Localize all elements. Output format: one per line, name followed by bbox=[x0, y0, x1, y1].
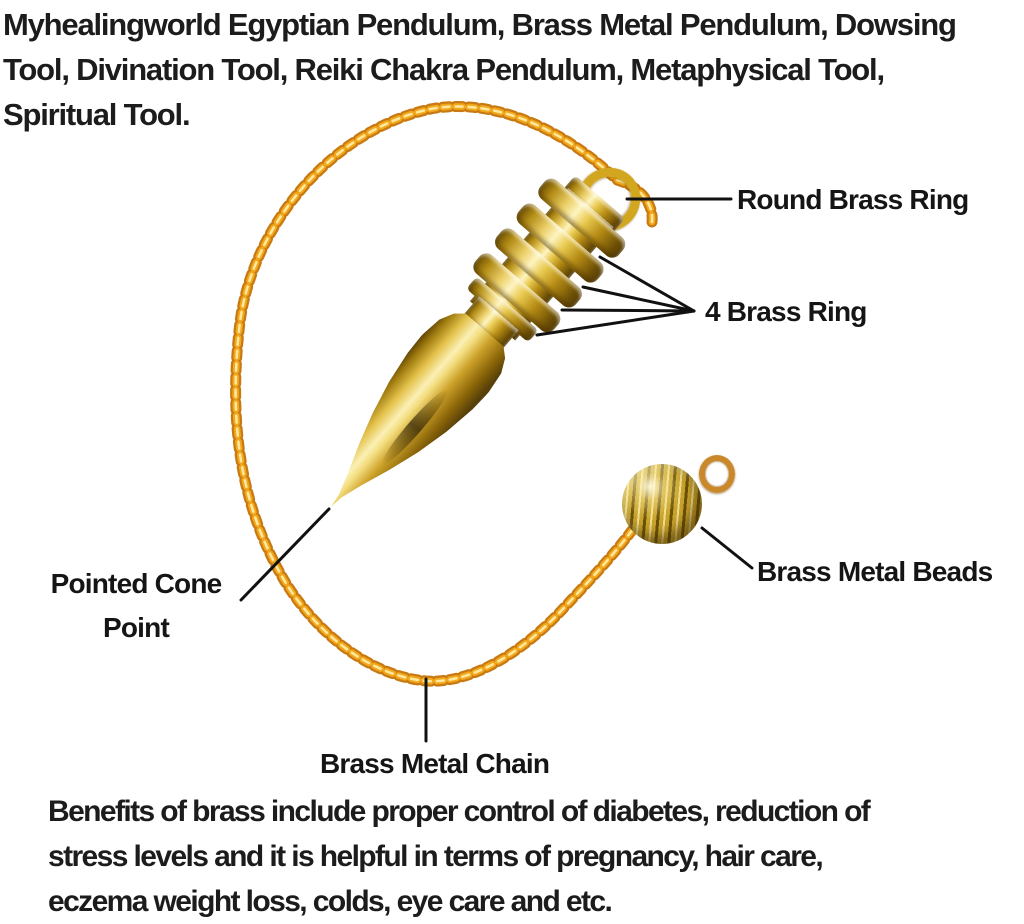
label-round-brass-ring: Round Brass Ring bbox=[737, 184, 969, 215]
title-line-2: Tool, Divination Tool, Reiki Chakra Pend… bbox=[3, 52, 885, 87]
callout-line-brass-beads bbox=[700, 526, 754, 570]
benefits-line-3: eczema weight loss, colds, eye care and … bbox=[48, 885, 613, 918]
pendulum-reflection bbox=[377, 385, 452, 468]
label-brass-metal-beads: Brass Metal Beads bbox=[757, 556, 993, 587]
title-line-3: Spiritual Tool. bbox=[3, 97, 191, 132]
pendulum bbox=[263, 124, 677, 571]
label-brass-metal-chain: Brass Metal Chain bbox=[320, 748, 550, 779]
benefits-text: Benefits of brass include proper control… bbox=[48, 789, 1024, 924]
benefits-line-1: Benefits of brass include proper control… bbox=[48, 795, 871, 828]
bead-loop bbox=[699, 455, 735, 493]
label-four-brass-ring: 4 Brass Ring bbox=[705, 296, 867, 327]
label-pointed-cone-point: Pointed Cone Point bbox=[50, 568, 223, 643]
brass-metal-bead bbox=[622, 464, 702, 544]
product-title: Myhealingworld Egyptian Pendulum, Brass … bbox=[3, 2, 1023, 137]
benefits-line-2: stress levels and it is helpful in terms… bbox=[48, 840, 824, 873]
pendulum-cone-body bbox=[298, 301, 518, 535]
title-line-1: Myhealingworld Egyptian Pendulum, Brass … bbox=[3, 7, 957, 42]
